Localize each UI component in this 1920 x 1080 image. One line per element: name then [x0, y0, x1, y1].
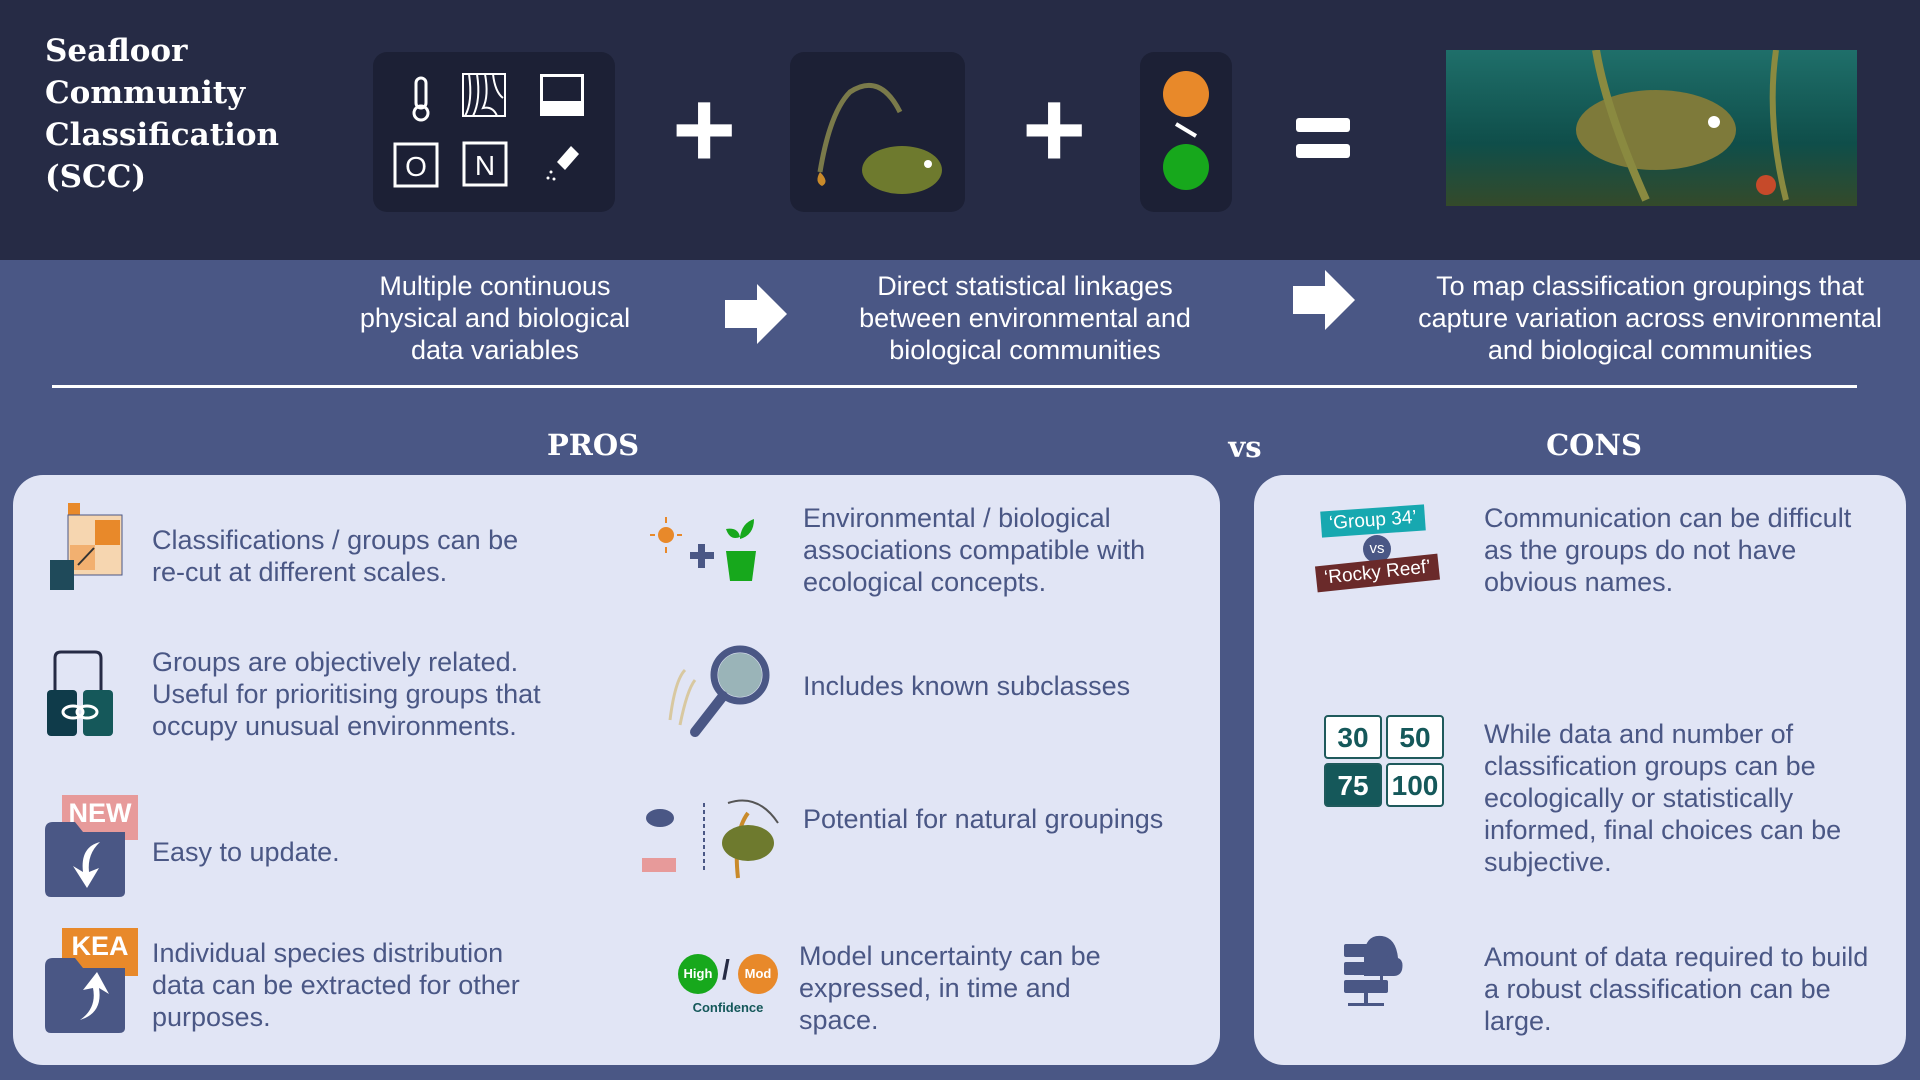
sun-plus-plant-icon	[650, 517, 756, 581]
con-text: Communication can be difficult as the gr…	[1484, 503, 1852, 597]
group-count-icon: 30 50 75 100	[1324, 715, 1448, 815]
high-confidence-badge: High	[678, 954, 718, 994]
pro-text: Classifications / groups can be re-cut a…	[152, 525, 519, 587]
environmental-variables-box: O N	[373, 52, 615, 212]
salt-icon	[546, 146, 579, 181]
flow-step-outcome: To map classification groupings that cap…	[1418, 271, 1882, 365]
pro-text: Easy to update.	[152, 837, 340, 867]
tile-75: 75	[1324, 763, 1382, 807]
arrow-right-icon	[725, 284, 787, 344]
bathymetry-icon	[462, 73, 506, 117]
pro-text: Individual species distribution data can…	[152, 938, 520, 1032]
update-folder-icon	[45, 822, 125, 897]
scale-grid-icon	[50, 503, 123, 590]
con-text: While data and number of classification …	[1484, 719, 1842, 877]
plus-icon: +	[1022, 68, 1087, 191]
pro-text: Environmental / biological associations …	[803, 503, 1146, 597]
thermometer-icon	[412, 76, 430, 122]
flow-step-linkages: Direct statistical linkages between envi…	[859, 271, 1191, 365]
svg-text:N: N	[475, 150, 495, 181]
pros-panel	[13, 475, 1220, 1065]
pro-text: Model uncertainty can be expressed, in t…	[799, 941, 1101, 1035]
svg-text:O: O	[405, 151, 427, 182]
environmental-icons: O N	[393, 73, 584, 188]
divider	[52, 385, 1857, 388]
oxygen-icon: O	[393, 142, 439, 188]
pro-text: Potential for natural groupings	[803, 804, 1164, 834]
arrow-right-icon	[1293, 270, 1355, 330]
fish-kelp-icon	[817, 82, 942, 194]
server-cloud-icon	[1344, 935, 1403, 1006]
plus-icon: +	[672, 68, 737, 191]
cons-heading: CONS	[1546, 428, 1642, 462]
pros-heading: PROS	[546, 428, 640, 462]
biology-box	[790, 52, 965, 212]
pro-text: Includes known subclasses	[803, 671, 1131, 701]
tile-30: 30	[1324, 715, 1382, 759]
vs-heading: vs	[1228, 430, 1262, 464]
tile-50: 50	[1386, 715, 1444, 759]
traffic-light-box	[1140, 52, 1232, 212]
con-text: Amount of data required to build a robus…	[1484, 942, 1869, 1036]
pro-text: Groups are objectively related. Useful f…	[152, 647, 541, 741]
mod-confidence-badge: Mod	[738, 954, 778, 994]
export-folder-icon	[45, 958, 125, 1033]
confidence-label: Confidence	[692, 1000, 764, 1015]
flow-step-inputs: Multiple continuous physical and biologi…	[359, 271, 631, 365]
linked-groups-icon	[47, 650, 113, 736]
traffic-light-icon	[1163, 71, 1209, 190]
tile-100: 100	[1386, 763, 1444, 807]
equals-icon	[1296, 118, 1350, 158]
vs-badge: vs	[1363, 535, 1391, 563]
seafloor-map-image	[1446, 49, 1857, 206]
water-column-icon	[540, 74, 584, 116]
magnifier-reef-icon	[668, 645, 770, 737]
fish-kelp-icon	[642, 799, 779, 879]
slash-separator: /	[722, 954, 730, 985]
nitrogen-icon: N	[462, 141, 508, 187]
page-title: Seafloor Community Classification (SCC)	[45, 33, 280, 195]
